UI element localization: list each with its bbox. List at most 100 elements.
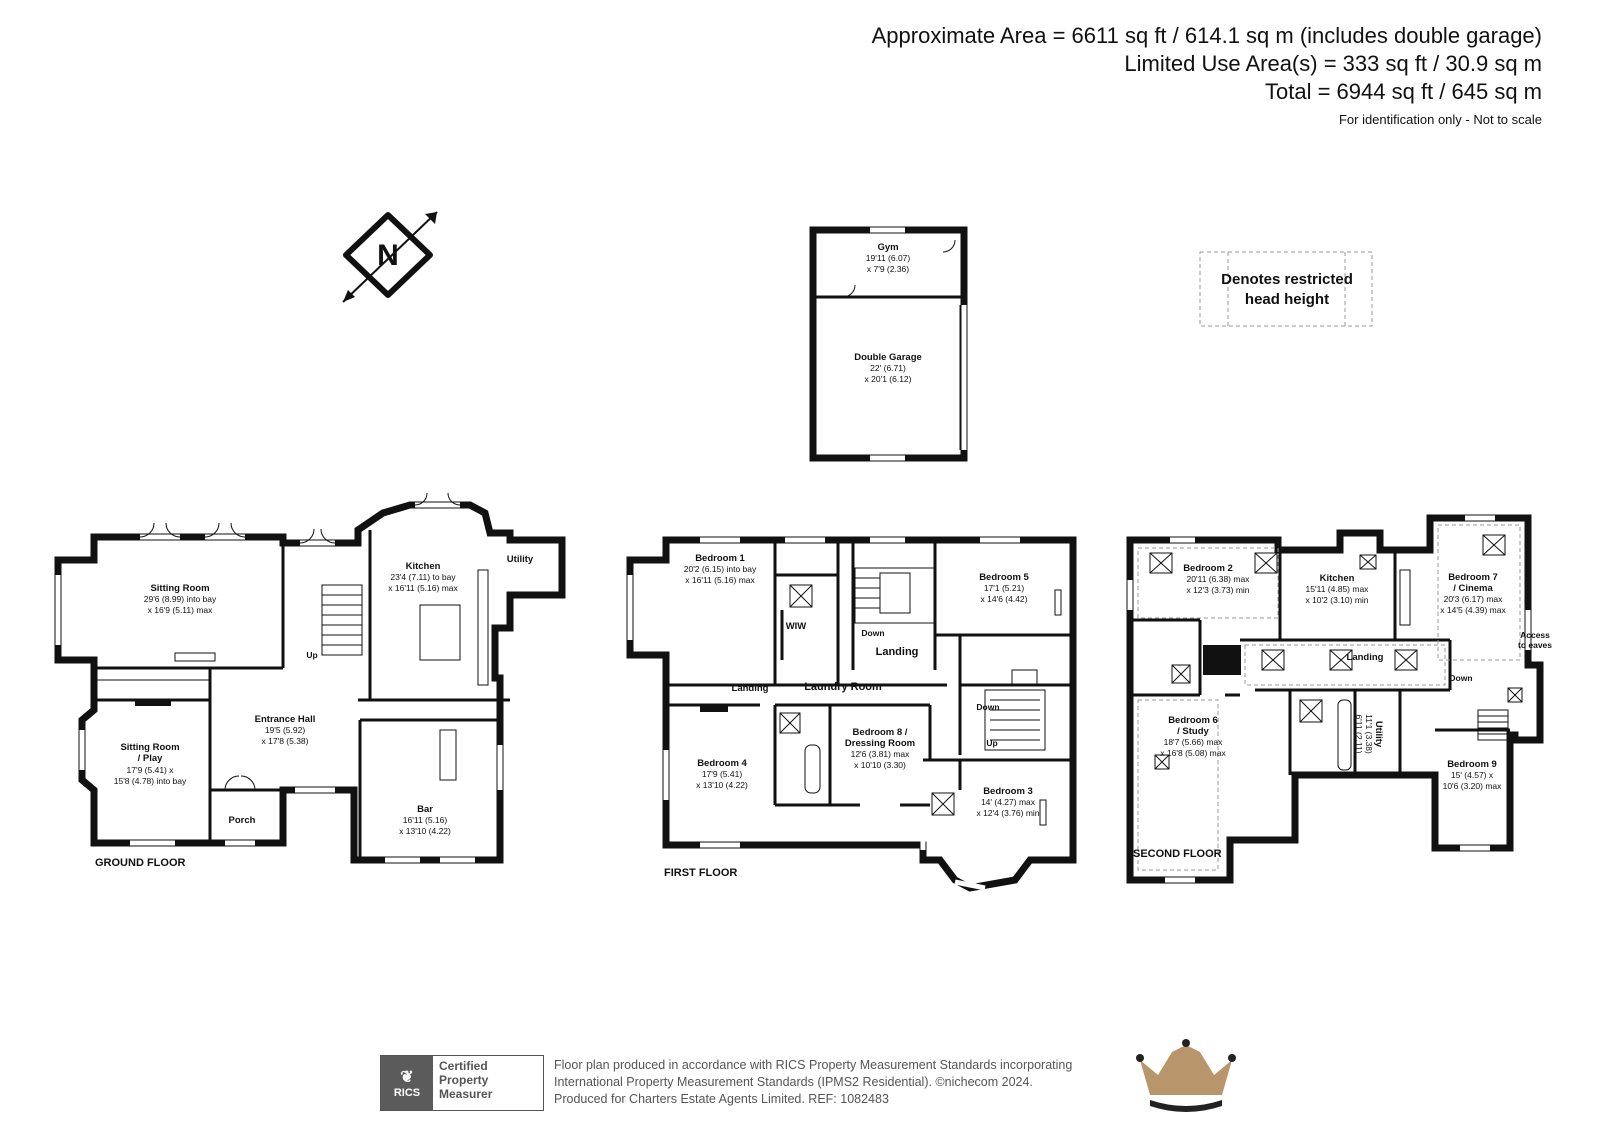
second-floor-plan	[1126, 514, 1544, 884]
utility-second-dim-1: 11'1 (3.38)	[1364, 714, 1374, 754]
bedroom-6-dim-1: 18'7 (5.66) max	[1164, 737, 1224, 747]
bedroom-5-dim-2: x 14'6 (4.42)	[981, 594, 1028, 604]
utility-second-name: Utility	[1373, 721, 1384, 748]
bedroom-8-name-1: Bedroom 8 /	[853, 727, 908, 738]
sitting-room-name: Sitting Room	[150, 583, 209, 594]
sitting-play-dim-2: 15'8 (4.78) into bay	[114, 776, 187, 786]
first-floor-plan	[626, 536, 1077, 892]
bar-dim-2: x 13'10 (4.22)	[399, 826, 451, 836]
garage-dim-1: 22' (6.71)	[870, 363, 906, 373]
down-label-second: Down	[1449, 673, 1472, 683]
up-label-ground: Up	[306, 650, 317, 660]
garage-name: Double Garage	[854, 352, 922, 363]
compass-icon: N	[342, 211, 438, 303]
rics-logo-icon: ❦ RICS	[381, 1056, 433, 1110]
bedroom-3-dim-1: 14' (4.27) max	[981, 797, 1036, 807]
wiw-name: WIW	[786, 621, 807, 632]
landing-second-name: Landing	[1347, 652, 1384, 663]
entrance-hall-name: Entrance Hall	[255, 714, 316, 725]
bedroom-9-name: Bedroom 9	[1447, 759, 1497, 770]
bedroom-7-dim-2: x 14'5 (4.39) max	[1440, 605, 1506, 615]
utility-ground-name: Utility	[507, 554, 534, 565]
rics-badge-line-3: Measurer	[439, 1087, 493, 1101]
gym-name: Gym	[877, 242, 898, 253]
restricted-legend-box	[1199, 251, 1373, 327]
bedroom-4-dim-1: 17'9 (5.41)	[702, 769, 743, 779]
bar-name: Bar	[417, 804, 433, 815]
bedroom-4-dim-2: x 13'10 (4.22)	[696, 780, 748, 790]
bedroom-1-name: Bedroom 1	[695, 553, 745, 564]
gym-dim-2: x 7'9 (2.36)	[867, 264, 909, 274]
kitchen-second-name: Kitchen	[1320, 573, 1355, 584]
utility-second-dim-2: 6'11 (2.11)	[1354, 714, 1364, 753]
scale-note: For identification only - Not to scale	[1338, 112, 1542, 127]
rics-badge: ❦ RICS Certified Property Measurer	[380, 1055, 544, 1111]
bedroom-9-dim-1: 15' (4.57) x	[1451, 770, 1494, 780]
bedroom-3-dim-2: x 12'4 (3.76) min	[976, 808, 1039, 818]
rics-logo-text: RICS	[393, 1087, 421, 1099]
bedroom-9-dim-2: 10'6 (3.20) max	[1443, 781, 1503, 791]
kitchen-ground-dim-2: x 16'11 (5.16) max	[388, 583, 458, 593]
kitchen-second-dim-2: x 10'2 (3.10) min	[1305, 595, 1368, 605]
up-label-first: Up	[986, 738, 997, 748]
sitting-play-name-2: / Play	[138, 753, 164, 764]
landing-first-west-name: Landing	[732, 683, 769, 694]
crown-logo-icon	[1136, 1039, 1236, 1112]
laundry-room-name: Laundry Room	[804, 681, 882, 693]
sitting-play-name-1: Sitting Room	[120, 742, 179, 753]
bedroom-6-dim-2: x 16'8 (5.08) max	[1160, 748, 1226, 758]
porch-name: Porch	[229, 815, 256, 826]
sitting-room-dim-2: x 16'9 (5.11) max	[148, 605, 214, 615]
compass-label: N	[377, 239, 399, 272]
bedroom-6-name-2: / Study	[1177, 726, 1209, 737]
bedroom-7-dim-1: 20'3 (6.17) max	[1444, 594, 1504, 604]
bedroom-8-dim-2: x 10'10 (3.30)	[854, 760, 906, 770]
sitting-play-dim-1: 17'9 (5.41) x	[127, 765, 175, 775]
bedroom-1-dim-1: 20'2 (6.15) into bay	[684, 564, 757, 574]
footer-line-3: Produced for Charters Estate Agents Limi…	[554, 1092, 889, 1106]
bedroom-5-name: Bedroom 5	[979, 572, 1029, 583]
bedroom-7-name-1: Bedroom 7	[1448, 572, 1498, 583]
footer-line-1: Floor plan produced in accordance with R…	[554, 1058, 1073, 1072]
first-floor-label: FIRST FLOOR	[664, 867, 737, 879]
entrance-hall-dim-1: 19'5 (5.92)	[265, 725, 306, 735]
bedroom-6-name-1: Bedroom 6	[1168, 715, 1218, 726]
bedroom-7-name-2: / Cinema	[1453, 583, 1493, 594]
down-label-first-2: Down	[976, 702, 999, 712]
bedroom-3-name: Bedroom 3	[983, 786, 1033, 797]
ground-floor-label: GROUND FLOOR	[95, 857, 185, 869]
legend-line-1: Denotes restricted	[1221, 271, 1353, 288]
approximate-area: Approximate Area = 6611 sq ft / 614.1 sq…	[871, 23, 1542, 48]
bedroom-2-dim-1: 20'11 (6.38) max	[1187, 574, 1251, 584]
footer-text: Floor plan produced in accordance with R…	[554, 1057, 1072, 1108]
rics-badge-line-2: Property	[439, 1073, 489, 1087]
access-eaves-1: Access	[1520, 630, 1550, 640]
bedroom-2-name: Bedroom 2	[1183, 563, 1233, 574]
down-label-first-1: Down	[861, 628, 884, 638]
bedroom-1-dim-2: x 16'11 (5.16) max	[685, 575, 755, 585]
bar-dim-1: 16'11 (5.16)	[403, 815, 448, 825]
footer-line-2: International Property Measurement Stand…	[554, 1075, 1033, 1089]
entrance-hall-dim-2: x 17'8 (5.38)	[262, 736, 309, 746]
limited-use-area: Limited Use Area(s) = 333 sq ft / 30.9 s…	[1124, 51, 1542, 76]
sitting-room-dim-1: 29'6 (8.99) into bay	[144, 594, 217, 604]
kitchen-second-dim-1: 15'11 (4.85) max	[1306, 584, 1370, 594]
kitchen-ground-name: Kitchen	[406, 561, 441, 572]
kitchen-ground-dim-1: 23'4 (7.11) to bay	[390, 572, 456, 582]
garage-dim-2: x 20'1 (6.12)	[865, 374, 912, 384]
landing-first-name: Landing	[876, 646, 919, 658]
total-area: Total = 6944 sq ft / 645 sq m	[1265, 79, 1542, 104]
bedroom-2-dim-2: x 12'3 (3.73) min	[1186, 585, 1249, 595]
rics-badge-line-1: Certified	[439, 1059, 488, 1073]
access-eaves-2: to eaves	[1518, 640, 1552, 650]
gym-dim-1: 19'11 (6.07)	[866, 253, 911, 263]
legend-line-2: head height	[1245, 291, 1329, 308]
bedroom-8-dim-1: 12'6 (3.81) max	[851, 749, 911, 759]
bedroom-4-name: Bedroom 4	[697, 758, 747, 769]
ground-floor-plan	[54, 492, 566, 864]
second-floor-label: SECOND FLOOR	[1133, 848, 1222, 860]
bedroom-5-dim-1: 17'1 (5.21)	[984, 583, 1025, 593]
bedroom-8-name-2: Dressing Room	[845, 738, 915, 749]
garage-block	[809, 226, 968, 462]
